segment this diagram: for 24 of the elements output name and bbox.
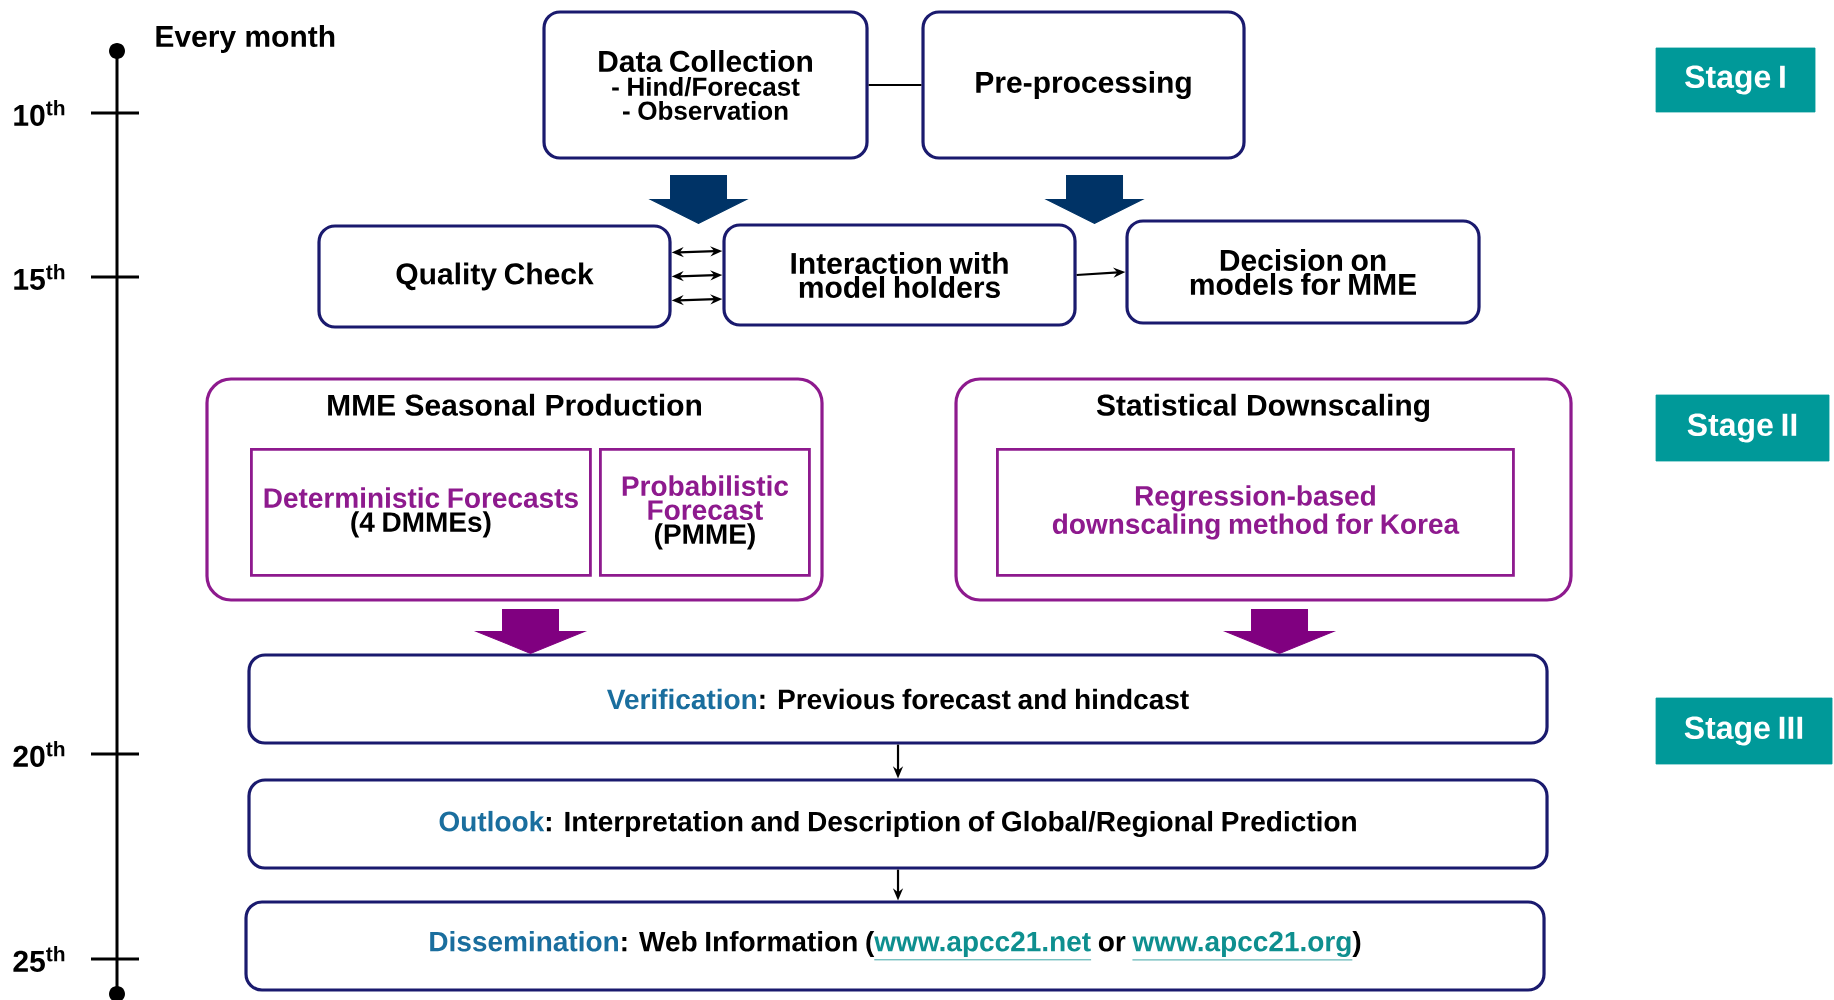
- stage-label: Stage I: [1655, 47, 1816, 113]
- block-arrow: [476, 609, 585, 654]
- process-box: Interaction with model holders: [722, 223, 1077, 327]
- tick-label: 15$^{th}$: [14, 264, 65, 290]
- process-box: Data Collection - Hind/Forecast - Observation: [542, 10, 869, 160]
- tick-label: 20$^{th}$: [13, 741, 65, 767]
- process-box: Quality Check: [317, 224, 672, 329]
- forecast-box: Probabilistic Forecast (PMME): [599, 448, 811, 577]
- stage-label: Stage III: [1655, 697, 1833, 765]
- process-box: Dissemination: Web Information (www.apcc21.net or www.apcc21.org): [244, 900, 1546, 992]
- process-box: Pre-processing: [921, 10, 1246, 160]
- forecast-box: Deterministic Forecasts (4 DMMEs): [250, 448, 592, 577]
- connector-line: [868, 83, 922, 87]
- process-box: Verification: Previous forecast and hindcast: [247, 653, 1549, 745]
- block-arrow: [650, 175, 747, 224]
- stage-label: Stage II: [1655, 394, 1830, 462]
- process-box: Decision on models for MME: [1125, 219, 1481, 325]
- block-arrow: [1225, 609, 1335, 654]
- tick-label: 25$^{th}$: [13, 946, 65, 972]
- block-arrow: [1046, 175, 1143, 224]
- forecast-box: Regression-based downscaling method for Korea: [996, 448, 1515, 577]
- tick-label: 10$^{th}$: [14, 100, 65, 126]
- process-box: Outlook: Interpretation and Description of Global/Regional Prediction: [247, 778, 1549, 870]
- timeline-title: Every month: [156, 25, 335, 53]
